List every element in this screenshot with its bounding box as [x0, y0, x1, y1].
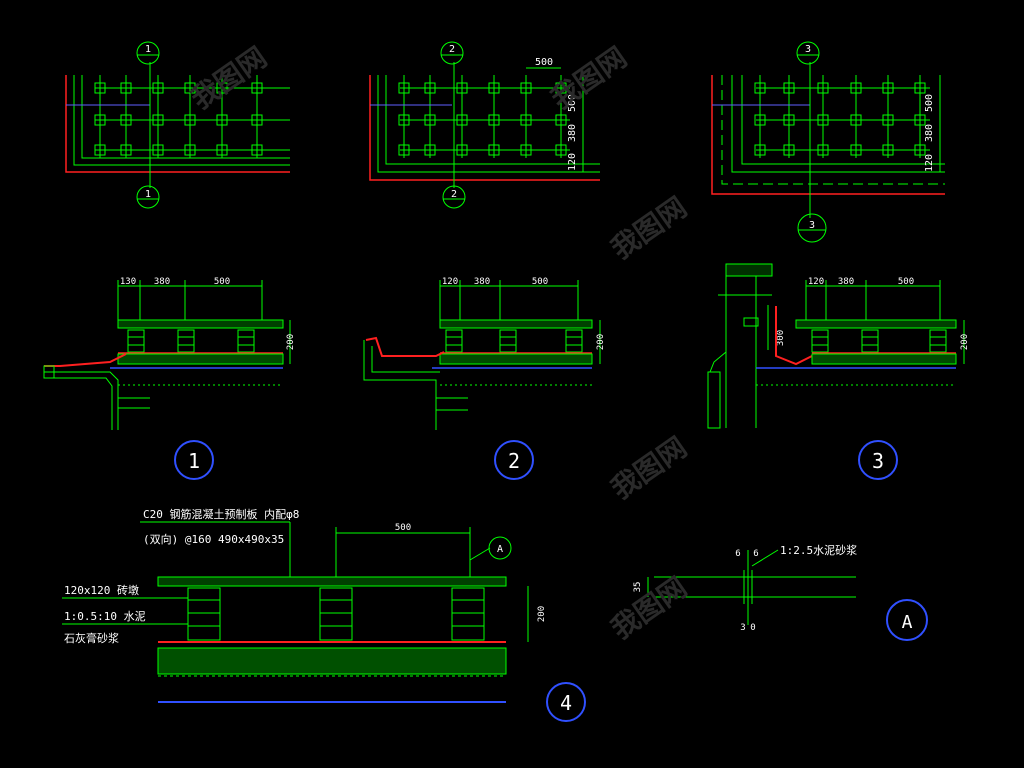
detail-a-dim-a: 6	[735, 549, 740, 559]
plan-3-dim-380: 380	[924, 124, 935, 142]
plan-3-mark-top: 3	[805, 44, 811, 55]
watermark: 我图网 我图网 我图网 我图网 我图网	[185, 41, 693, 646]
plan-1-mark-top: 1	[145, 44, 151, 55]
detail-4-dim-top: 500	[395, 523, 411, 533]
watermark-text: 我图网	[185, 41, 273, 116]
section-2-height: 200	[596, 334, 606, 350]
detail-a-dim-thick: 35	[633, 582, 643, 593]
detail-a-number: A	[902, 612, 913, 633]
plan-3: 500 380 120 3 3	[711, 41, 945, 243]
detail-a-dim-b: 6	[753, 549, 758, 559]
section-1: 130 380 500 200 1	[43, 277, 296, 480]
section-1-height: 200	[286, 334, 296, 350]
plan-2-dim-120: 120	[567, 153, 578, 171]
detail-4-note-line1: C20 钢筋混凝土预制板 内配φ8	[143, 507, 299, 521]
section-2-dim-c: 500	[532, 277, 548, 287]
section-3-dim-c: 500	[898, 277, 914, 287]
detail-a-note: 1:2.5水泥砂浆	[780, 543, 857, 557]
detail-a-dim-c: 3	[740, 623, 745, 633]
plan-3-dim-120: 120	[924, 154, 935, 172]
plan-2: 500 500 380 120 2 2	[369, 41, 600, 209]
plan-2-dim-500-side: 500	[567, 94, 578, 112]
section-2-number: 2	[508, 449, 520, 473]
section-1-dim-c: 500	[214, 277, 230, 287]
detail-a-dim-d: 0	[750, 623, 755, 633]
detail-4-label-mortar2: 石灰膏砂浆	[64, 631, 119, 645]
detail-4-label-pier: 120x120 砖墩	[64, 583, 139, 597]
watermark-text: 我图网	[605, 431, 693, 506]
section-3-height: 200	[960, 334, 970, 350]
section-3-dim-b: 380	[838, 277, 854, 287]
plan-2-mark-top: 2	[449, 44, 455, 55]
detail-4-label-mortar: 1:0.5:10 水泥	[64, 610, 146, 623]
plan-1: 1 1	[65, 41, 290, 209]
plan-2-dim-500-top: 500	[535, 57, 553, 68]
plan-2-mark-bottom: 2	[451, 189, 457, 200]
section-1-dim-b: 380	[154, 277, 170, 287]
section-2-dim-a: 120	[442, 277, 458, 287]
section-1-number: 1	[188, 449, 200, 473]
watermark-text: 我图网	[605, 191, 693, 266]
section-2: 120 380 500 200 2	[363, 277, 606, 480]
section-3-dim-a: 120	[808, 277, 824, 287]
section-1-dim-a: 130	[120, 277, 136, 287]
section-3: 300 120 380 500 200 3	[707, 263, 970, 480]
plan-1-mark-bottom: 1	[145, 189, 151, 200]
detail-4-ref-mark: A	[497, 544, 503, 555]
plan-3-dim-500: 500	[924, 94, 935, 112]
watermark-text: 我图网	[605, 571, 693, 646]
detail-4-dim-height: 200	[537, 606, 547, 622]
detail-a: 1:2.5水泥砂浆 6 6 3 0 35 A	[633, 543, 928, 641]
section-2-dim-b: 380	[474, 277, 490, 287]
detail-4-note-line2: (双向) @160 490x490x35	[143, 532, 284, 546]
plan-3-mark-bottom: 3	[809, 220, 815, 231]
section-3-number: 3	[872, 449, 884, 473]
detail-4: C20 钢筋混凝土预制板 内配φ8 (双向) @160 490x490x35 5…	[62, 507, 586, 722]
watermark-text: 我图网	[545, 41, 633, 116]
plan-2-dim-380: 380	[567, 124, 578, 142]
section-3-wall-dim: 300	[776, 330, 786, 346]
detail-4-number: 4	[560, 691, 572, 715]
